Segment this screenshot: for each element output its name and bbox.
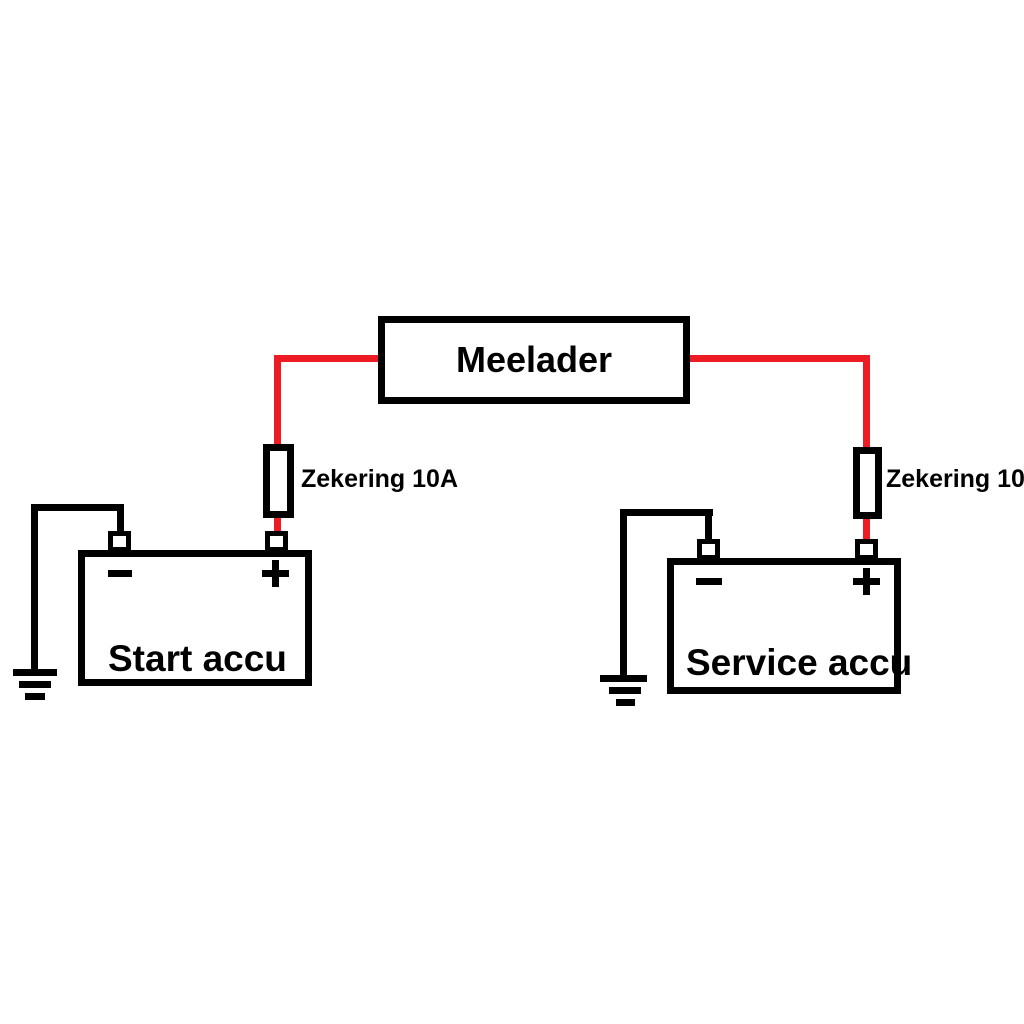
ground-symbol-left-bar1 <box>13 669 57 676</box>
charger-label: Meelader <box>455 339 613 380</box>
positive-wire-right-horizontal <box>688 355 870 362</box>
minus-symbol <box>696 578 722 585</box>
ground-symbol-left-bar3 <box>25 693 45 700</box>
plus-symbol <box>262 560 289 587</box>
positive-wire-left-fuse-to-terminal <box>274 514 281 538</box>
ground-wire-right-horizontal <box>620 509 713 516</box>
service-battery-plus-terminal <box>855 539 878 560</box>
ground-symbol-left-bar2 <box>19 681 51 688</box>
fuse-left <box>263 444 294 518</box>
fuse-right <box>853 447 882 519</box>
charger-box: Meelader <box>378 316 690 404</box>
ground-wire-right-down <box>620 509 627 679</box>
start-battery-minus-terminal <box>108 531 131 552</box>
ground-wire-left-down <box>31 504 38 673</box>
service-battery-label: Service accu <box>686 642 913 683</box>
ground-symbol-right-bar3 <box>616 699 635 706</box>
positive-wire-right-fuse-to-terminal <box>863 515 870 545</box>
ground-wire-left-horizontal <box>31 504 124 511</box>
minus-symbol <box>108 570 132 577</box>
ground-wire-left-to-terminal <box>117 504 124 536</box>
ground-symbol-right-bar1 <box>600 675 647 682</box>
positive-wire-left-vertical <box>274 355 281 447</box>
fuse-right-label: Zekering 10A <box>886 465 1024 493</box>
positive-wire-left-horizontal <box>274 355 380 362</box>
service-battery-minus-terminal <box>697 539 720 560</box>
ground-wire-right-to-terminal <box>705 509 712 542</box>
positive-wire-right-vertical <box>863 355 870 451</box>
plus-symbol <box>853 568 880 595</box>
start-battery-label: Start accu <box>108 638 287 679</box>
start-battery-plus-terminal <box>265 531 288 552</box>
fuse-left-label: Zekering 10A <box>301 465 459 493</box>
ground-symbol-right-bar2 <box>609 687 641 694</box>
